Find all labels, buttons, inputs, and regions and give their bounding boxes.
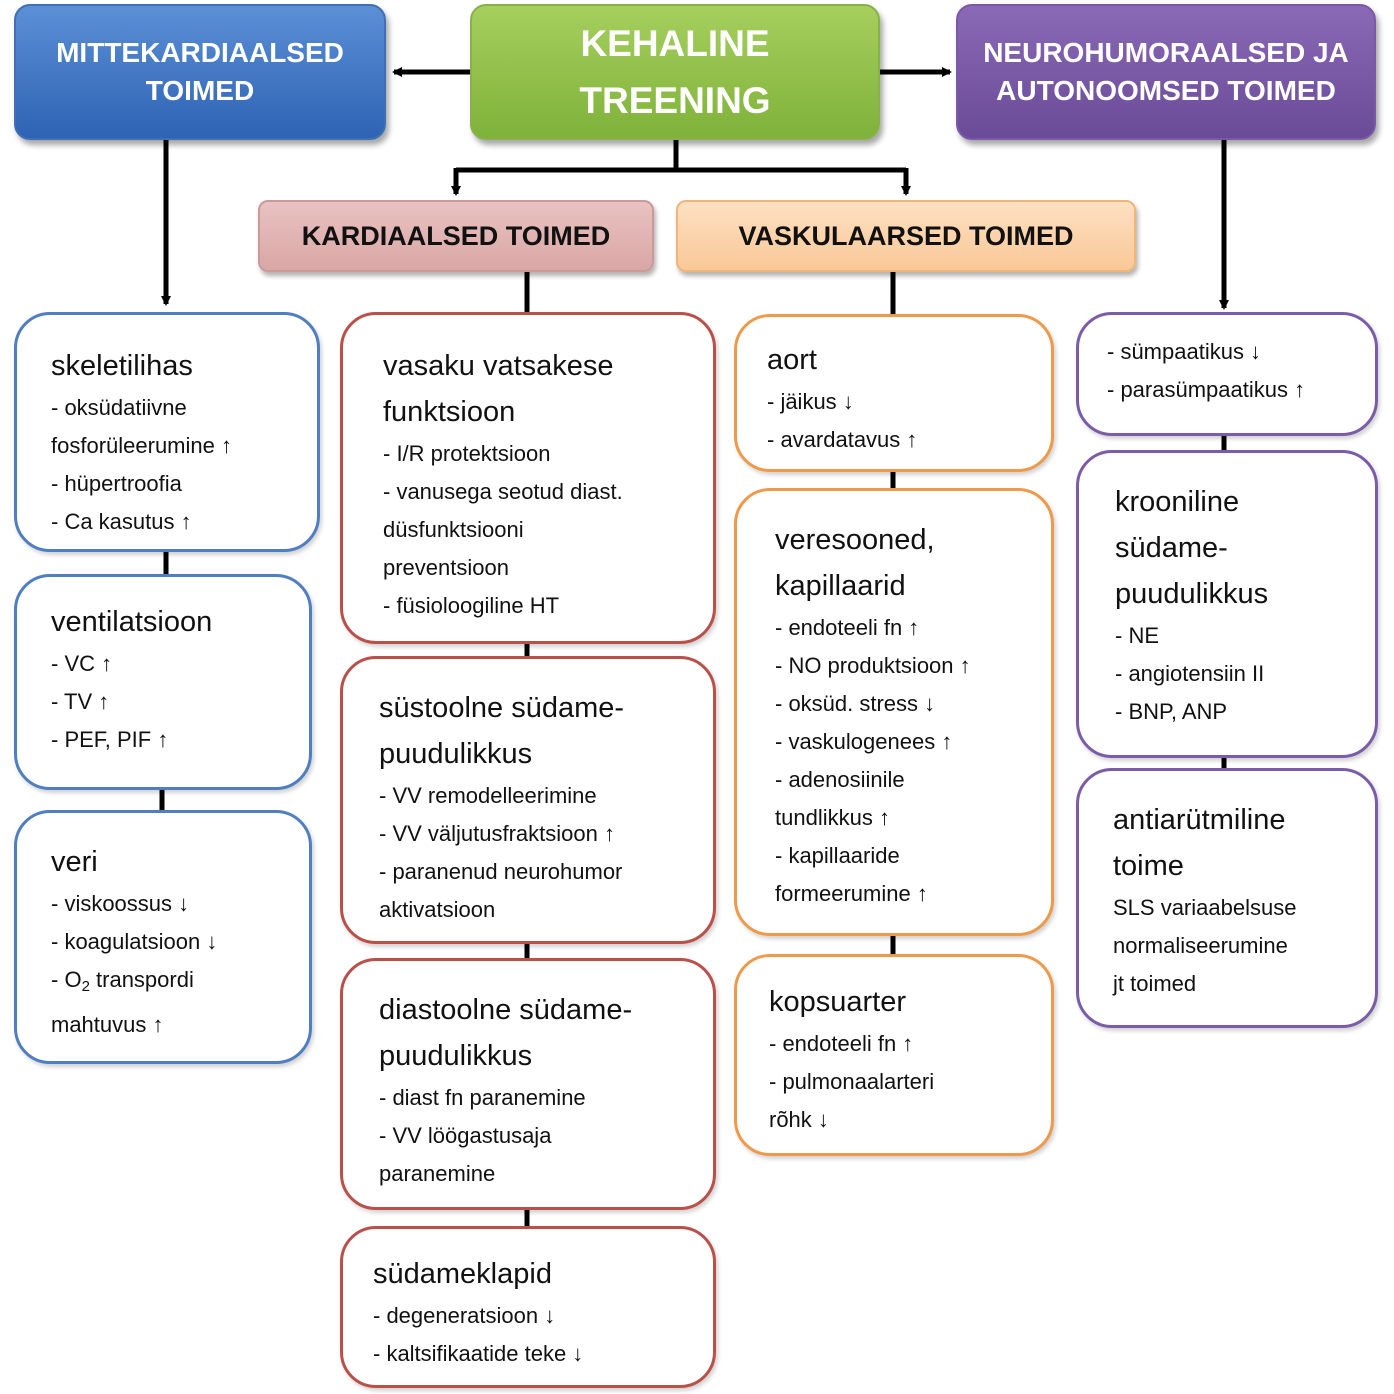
- box-title: antiarütmiline toime: [1113, 804, 1286, 882]
- list-item: - jäikus ↓: [767, 389, 854, 414]
- box-autonomic: - sümpaatikus ↓ - parasümpaatikus ↑: [1076, 312, 1378, 436]
- box-title: süstoolne südame- puudulikkus: [379, 692, 625, 770]
- list-item: - BNP, ANP: [1115, 699, 1228, 724]
- list-item: SLS variaabelsuse normaliseerumine jt to…: [1113, 895, 1297, 996]
- header-neurohumoral-label: NEUROHUMORAALSED JA AUTONOOMSED TOIMED: [983, 37, 1349, 106]
- list-item: - koagulatsioon ↓: [51, 929, 218, 954]
- list-item: - VV löögastusaja paranemine: [379, 1123, 552, 1186]
- box-title: skeletilihas: [51, 350, 193, 382]
- box-aorta: aort - jäikus ↓ - avardatavus ↑: [734, 314, 1054, 472]
- header-exercise-training: KEHALINE TREENING: [470, 4, 880, 140]
- box-skeletal-muscle: skeletilihas - oksüdatiivne fosforüleeru…: [14, 312, 320, 552]
- header-neurohumoral: NEUROHUMORAALSED JA AUTONOOMSED TOIMED: [956, 4, 1376, 140]
- list-item: - PEF, PIF ↑: [51, 727, 169, 752]
- subheader-vascular-label: VASKULAARSED TOIMED: [738, 220, 1074, 251]
- list-item: - angiotensiin II: [1115, 661, 1265, 686]
- list-item: - VV väljutusfraktsioon ↑: [379, 821, 615, 846]
- list-item: - TV ↑: [51, 689, 110, 714]
- list-item: - vaskulogenees ↑: [775, 729, 953, 754]
- list-item: - VV remodelleerimine: [379, 783, 597, 808]
- list-item: - VC ↑: [51, 651, 113, 676]
- box-antiarrhythmic: antiarütmiline toime SLS variaabelsuse n…: [1076, 768, 1378, 1028]
- list-item: - oksüdatiivne fosforüleerumine ↑: [51, 395, 232, 458]
- subheader-cardiac-label: KARDIAALSED TOIMED: [301, 220, 611, 251]
- list-item: - diast fn paranemine: [379, 1085, 586, 1110]
- box-title: veri: [51, 846, 98, 878]
- list-item: - sümpaatikus ↓: [1107, 339, 1262, 364]
- list-item: - kaltsifikaatide teke ↓: [373, 1341, 584, 1366]
- list-item: - hüpertroofia: [51, 471, 182, 496]
- box-title: kopsuarter: [769, 986, 907, 1018]
- header-non-cardiac: MITTEKARDIAALSED TOIMED: [14, 4, 386, 140]
- list-item: - pulmonaalarteri rõhk ↓: [769, 1069, 935, 1132]
- subheader-vascular: VASKULAARSED TOIMED: [676, 200, 1136, 272]
- box-ventilation: ventilatsioon - VC ↑ - TV ↑ - PEF, PIF ↑: [14, 574, 312, 790]
- box-title: diastoolne südame- puudulikkus: [379, 994, 633, 1072]
- list-item: - endoteeli fn ↑: [775, 615, 920, 640]
- list-item: - degeneratsioon ↓: [373, 1303, 556, 1328]
- box-pulmonary-artery: kopsuarter - endoteeli fn ↑ - pulmonaala…: [734, 954, 1054, 1156]
- list-item: - viskoossus ↓: [51, 891, 190, 916]
- box-title: krooniline südame- puudulikkus: [1115, 486, 1269, 610]
- box-vessels-capillaries: veresooned, kapillaarid - endoteeli fn ↑…: [734, 488, 1054, 936]
- box-diastolic-heart-failure: diastoolne südame- puudulikkus - diast f…: [340, 958, 716, 1210]
- list-item-o2-transport: - O2 transpordi mahtuvus ↑: [51, 967, 194, 1037]
- list-item: - NE: [1115, 623, 1159, 648]
- list-item: - füsioloogiline HT: [383, 593, 560, 618]
- list-item: - kapillaaride formeerumine ↑: [775, 843, 928, 906]
- list-item: - adenosiinile tundlikkus ↑: [775, 767, 905, 830]
- box-title: südameklapid: [373, 1258, 552, 1290]
- box-title: veresooned, kapillaarid: [775, 524, 935, 602]
- list-item: - I/R protektsioon: [383, 441, 551, 466]
- box-chronic-heart-failure: krooniline südame- puudulikkus - NE - an…: [1076, 450, 1378, 758]
- list-item: - Ca kasutus ↑: [51, 509, 192, 534]
- box-title: vasaku vatsakese funktsioon: [383, 350, 614, 428]
- list-item: - avardatavus ↑: [767, 427, 918, 452]
- header-non-cardiac-label: MITTEKARDIAALSED TOIMED: [56, 37, 344, 106]
- list-item: - endoteeli fn ↑: [769, 1031, 914, 1056]
- header-exercise-training-label: KEHALINE TREENING: [579, 22, 771, 121]
- box-heart-valves: südameklapid - degeneratsioon ↓ - kaltsi…: [340, 1226, 716, 1388]
- box-lv-function: vasaku vatsakese funktsioon - I/R protek…: [340, 312, 716, 644]
- box-title: ventilatsioon: [51, 606, 213, 638]
- box-blood: veri - viskoossus ↓ - koagulatsioon ↓ - …: [14, 810, 312, 1064]
- list-item: - parasümpaatikus ↑: [1107, 377, 1306, 402]
- list-item: - NO produktsioon ↑: [775, 653, 971, 678]
- box-systolic-heart-failure: süstoolne südame- puudulikkus - VV remod…: [340, 656, 716, 944]
- box-title: aort: [767, 344, 817, 376]
- list-item: - paranenud neurohumor aktivatsioon: [379, 859, 623, 922]
- list-item: - vanusega seotud diast. düsfunktsiooni …: [383, 479, 623, 580]
- list-item: - oksüd. stress ↓: [775, 691, 936, 716]
- subheader-cardiac: KARDIAALSED TOIMED: [258, 200, 654, 272]
